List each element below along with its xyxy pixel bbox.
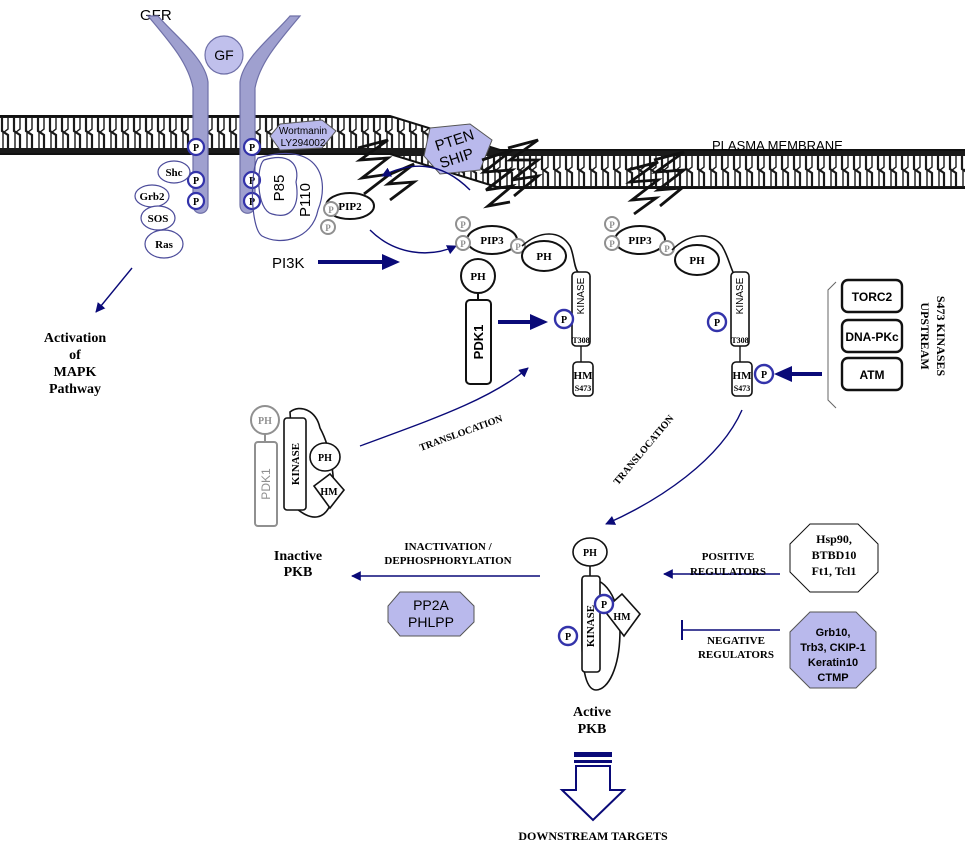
phlpp-label: PHLPP <box>408 614 454 630</box>
hm-label: HM <box>613 612 631 623</box>
phospho-label: P <box>460 239 466 249</box>
activation-label: MAPK <box>54 365 97 380</box>
t308-label: T308 <box>572 336 589 345</box>
hsp-label: Hsp90, <box>816 532 852 546</box>
mapk-arrow <box>96 268 132 312</box>
pdk1-label: PDK1 <box>259 468 273 500</box>
phospho-label: P <box>328 205 334 215</box>
translocation-label: TRANSLOCATION <box>612 413 677 488</box>
gf-label: GF <box>214 47 233 63</box>
hm-label: HM <box>574 370 594 382</box>
phospho-label: P <box>664 244 670 254</box>
pip2-label: PIP2 <box>338 201 362 213</box>
atm-label: ATM <box>859 368 884 382</box>
ph-label: PH <box>258 416 272 427</box>
phospho-label: P <box>249 143 255 154</box>
kinase-label: KINASE <box>576 277 587 314</box>
ras-label: Ras <box>155 239 173 251</box>
hsp-label: BTBD10 <box>812 548 857 562</box>
kinase-label: KINASE <box>290 443 302 485</box>
plasma-membrane-label: PLASMA MEMBRANE <box>712 138 843 153</box>
grb10-label: CTMP <box>817 672 848 684</box>
s473-label: S473 <box>734 384 750 393</box>
downstream-arrow <box>562 752 624 820</box>
pip2-to-pip3-arrow <box>370 230 456 253</box>
phospho-label: P <box>325 223 331 233</box>
phospho-label: P <box>761 370 767 381</box>
phospho-label: P <box>460 220 466 230</box>
pi3k-label: PI3K <box>272 255 305 272</box>
ph-label: PH <box>583 548 597 559</box>
inactive-label: PKB <box>284 565 313 580</box>
pi3k-arrow <box>318 254 400 270</box>
grb10-label: Grb10, <box>816 627 851 639</box>
pip3-label: PIP3 <box>480 235 504 247</box>
torc2-label: TORC2 <box>852 290 893 304</box>
pip3-label: PIP3 <box>628 235 652 247</box>
active-label: Active <box>573 705 611 720</box>
phospho-label: P <box>193 197 199 208</box>
upstream-label: S473 KINASES <box>934 296 948 377</box>
ph-label: PH <box>318 453 332 464</box>
ph-label: PH <box>689 255 705 267</box>
grb10-label: Keratin10 <box>808 657 858 669</box>
negative-label: REGULATORS <box>698 649 774 661</box>
active-label: PKB <box>578 722 607 737</box>
activation-label: Pathway <box>49 382 101 397</box>
kinase-label: KINASE <box>735 277 746 314</box>
t308-label: T308 <box>731 336 748 345</box>
kinase-label: KINASE <box>585 605 597 647</box>
downstream-label: DOWNSTREAM TARGETS <box>518 829 668 843</box>
sos-label: SOS <box>148 213 169 225</box>
shc-label: Shc <box>165 167 182 179</box>
phospho-label: P <box>609 220 615 230</box>
dnapkc-label: DNA-PKc <box>845 330 899 344</box>
phospho-label: P <box>565 632 571 643</box>
grb10-label: Trb3, CKIP-1 <box>800 642 865 654</box>
activation-label: of <box>69 348 81 363</box>
phospho-label: P <box>561 315 567 326</box>
phospho-label: P <box>193 176 199 187</box>
hm-label: HM <box>733 370 753 382</box>
p85-label: P85 <box>271 175 288 202</box>
s473-label: S473 <box>575 384 591 393</box>
inactive-label: Inactive <box>274 549 322 564</box>
upstream-label: UPSTREAM <box>918 302 932 369</box>
positive-label: REGULATORS <box>690 566 766 578</box>
pdk1-arrow <box>498 314 548 330</box>
phospho-label: P <box>601 600 607 611</box>
wortmanin-label: Wortmanin <box>279 126 327 137</box>
inactivation-label: INACTIVATION / <box>404 541 492 553</box>
ly294002-label: LY294002 <box>281 138 326 149</box>
ph-label: PH <box>536 251 552 263</box>
activation-label: Activation <box>44 331 106 346</box>
hm-label: HM <box>320 487 338 498</box>
phospho-label: P <box>193 143 199 154</box>
grb2-label: Grb2 <box>139 191 165 203</box>
ph-label: PH <box>470 271 486 283</box>
negative-label: NEGATIVE <box>707 635 765 647</box>
upstream-arrow <box>774 366 822 382</box>
pp2a-label: PP2A <box>413 597 449 613</box>
upstream-bracket <box>828 282 836 408</box>
pdk1-label: PDK1 <box>471 325 486 360</box>
phospho-label: P <box>609 239 615 249</box>
phospho-label: P <box>714 318 720 329</box>
positive-label: POSITIVE <box>702 551 755 563</box>
phospho-label: P <box>515 242 521 252</box>
inactivation-label: DEPHOSPHORYLATION <box>384 555 511 567</box>
hsp-label: Ft1, Tcl1 <box>812 564 857 578</box>
p110-label: P110 <box>297 183 314 217</box>
